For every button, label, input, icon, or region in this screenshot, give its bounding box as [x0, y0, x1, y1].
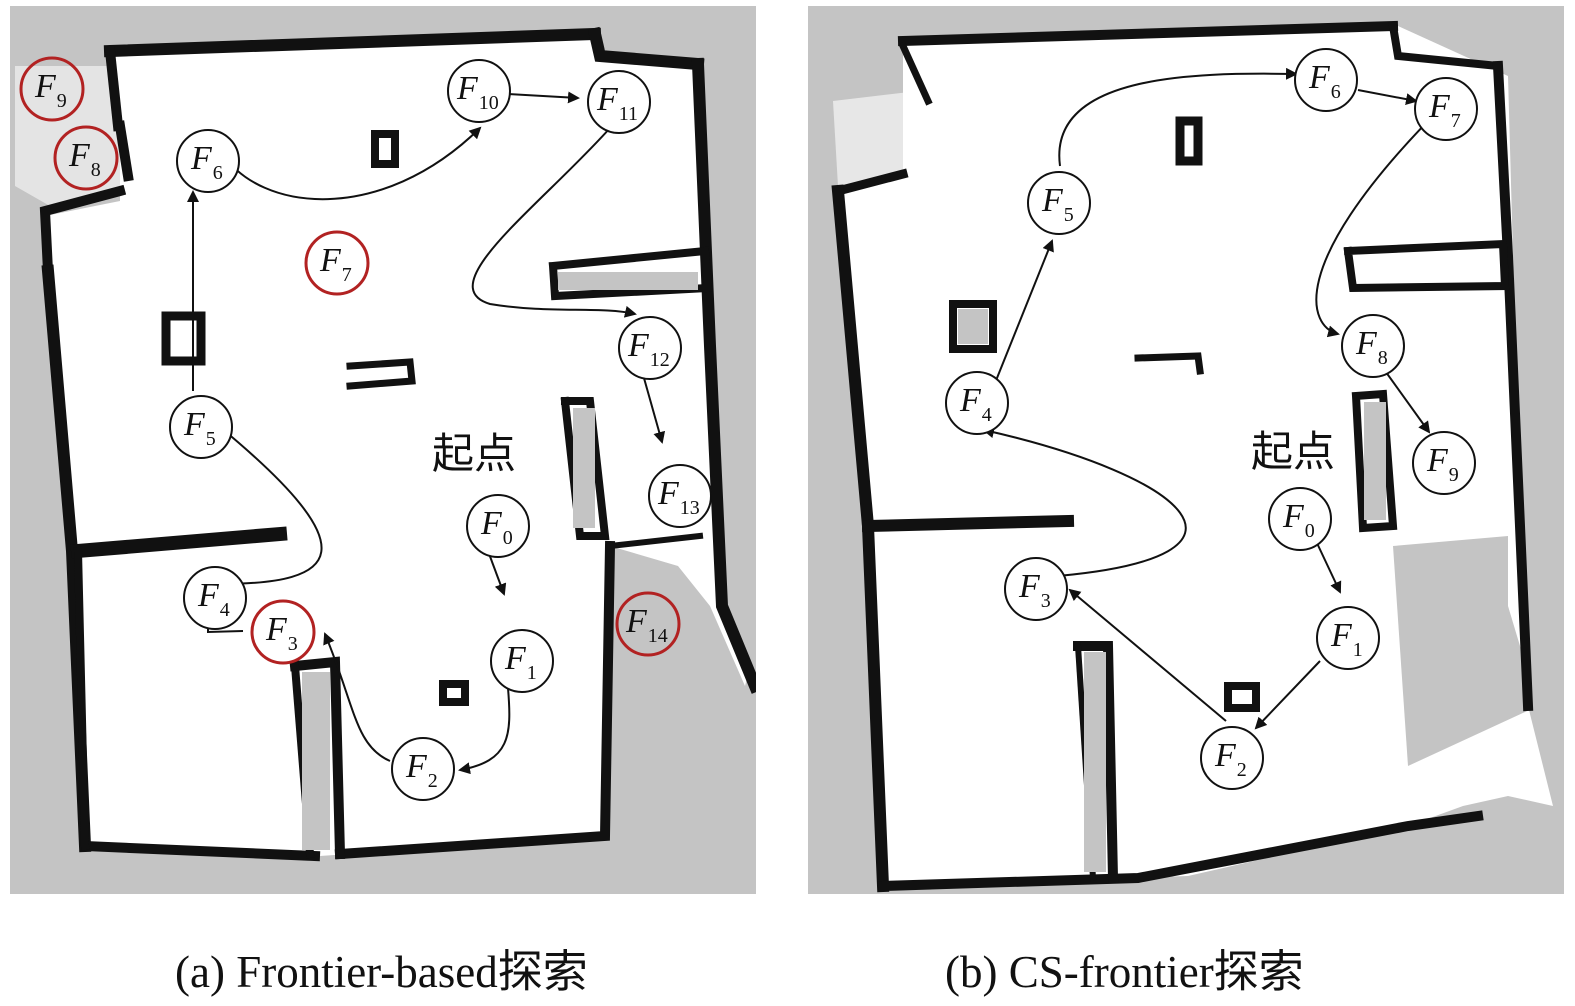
walls-a: [39, 26, 756, 862]
frontier-node-0: F0: [466, 494, 530, 558]
node-circle: [648, 464, 712, 528]
node-circle: [250, 599, 316, 665]
node-circle: [466, 494, 530, 558]
frontier-node-10: F10: [447, 59, 511, 123]
path-f1-f2: [458, 687, 511, 775]
node-circle: [53, 125, 119, 191]
path-f3-f4: [982, 426, 1187, 577]
caption-a: (a) Frontier-based探索: [175, 947, 588, 997]
node-circle: [1027, 171, 1091, 235]
frontier-node-4: F4: [183, 566, 247, 630]
frontier-area-top-left: [833, 91, 928, 186]
node-circle: [1294, 48, 1358, 112]
path-f0-f1: [487, 550, 507, 596]
shelf-obstacle: [558, 272, 698, 290]
corridor-obstacle: [302, 672, 330, 850]
path-f7-f8: [1315, 120, 1429, 338]
free-space: [838, 26, 1553, 886]
path-f5-f6: [1058, 67, 1298, 167]
node-label: F1: [504, 640, 537, 684]
frontier-node-6: F6: [176, 129, 240, 193]
path-f10-f11: [506, 91, 580, 104]
frontier-node-9: F9: [1412, 431, 1476, 495]
node-circle: [1004, 557, 1068, 621]
path-f0-f1: [1315, 540, 1342, 594]
caption-b: (b) CS-frontier探索: [945, 947, 1304, 997]
node-circle: [1412, 431, 1476, 495]
frontier-node-11: F11: [587, 70, 651, 134]
room-obstacle: [1364, 402, 1386, 520]
node-circle: [391, 737, 455, 801]
unknown-room-right: [1393, 536, 1538, 766]
start-label: 起点: [432, 429, 516, 478]
start-label: 起点: [1251, 427, 1335, 476]
path-f2-f3: [1068, 588, 1227, 722]
node-circle: [304, 230, 370, 296]
node-circle: [615, 591, 681, 657]
node-circle: [1268, 487, 1332, 551]
path-f12-f13: [641, 370, 666, 444]
frontier-node-1: F1: [490, 629, 554, 693]
frontier-node-0: F0: [1268, 487, 1332, 551]
node-circle: [1316, 606, 1380, 670]
path-f2-f3: [323, 632, 391, 762]
node-circle: [490, 629, 554, 693]
node-circle: [1200, 726, 1264, 790]
frontier-node-2: F2: [391, 737, 455, 801]
frontier-node-4: F4: [945, 371, 1009, 435]
node-circle: [19, 56, 85, 122]
node-circle: [1341, 314, 1405, 378]
frontier-node-12: F12: [618, 316, 682, 380]
node-circle: [176, 129, 240, 193]
frontier-node-7: F7: [1414, 77, 1478, 141]
frontier-node-8: F8: [1341, 314, 1405, 378]
node-circle: [183, 566, 247, 630]
path-f6-f10: [222, 126, 482, 201]
node-circle: [169, 395, 233, 459]
free-space: [45, 34, 750, 861]
node-circle: [587, 70, 651, 134]
exploration-path-a: [187, 91, 666, 775]
frontier-node-5: F5: [169, 395, 233, 459]
node-circle: [447, 59, 511, 123]
path-f4-f5: [992, 239, 1054, 389]
path-f1-f2: [1254, 660, 1321, 730]
node-circle: [1414, 77, 1478, 141]
path-f6-f7: [1357, 89, 1418, 106]
frontier-node-13: F13: [648, 464, 712, 528]
node-circle: [618, 316, 682, 380]
frontier-node-6: F6: [1294, 48, 1358, 112]
corridor-obstacle: [1084, 652, 1106, 872]
frontier-node-1: F1: [1316, 606, 1380, 670]
frontier-node-3: F3: [1004, 557, 1068, 621]
node-label: F2: [405, 748, 438, 792]
path-f11-f12: [471, 127, 637, 318]
box-obstacle: [958, 309, 988, 344]
room-obstacle: [573, 408, 595, 528]
node-circle: [945, 371, 1009, 435]
frontier-node-2: F2: [1200, 726, 1264, 790]
path-f4-f5: [218, 425, 323, 585]
frontier-node-5: F5: [1027, 171, 1091, 235]
node-label: F13: [657, 475, 700, 519]
frontier-area-top-left: [15, 66, 125, 206]
